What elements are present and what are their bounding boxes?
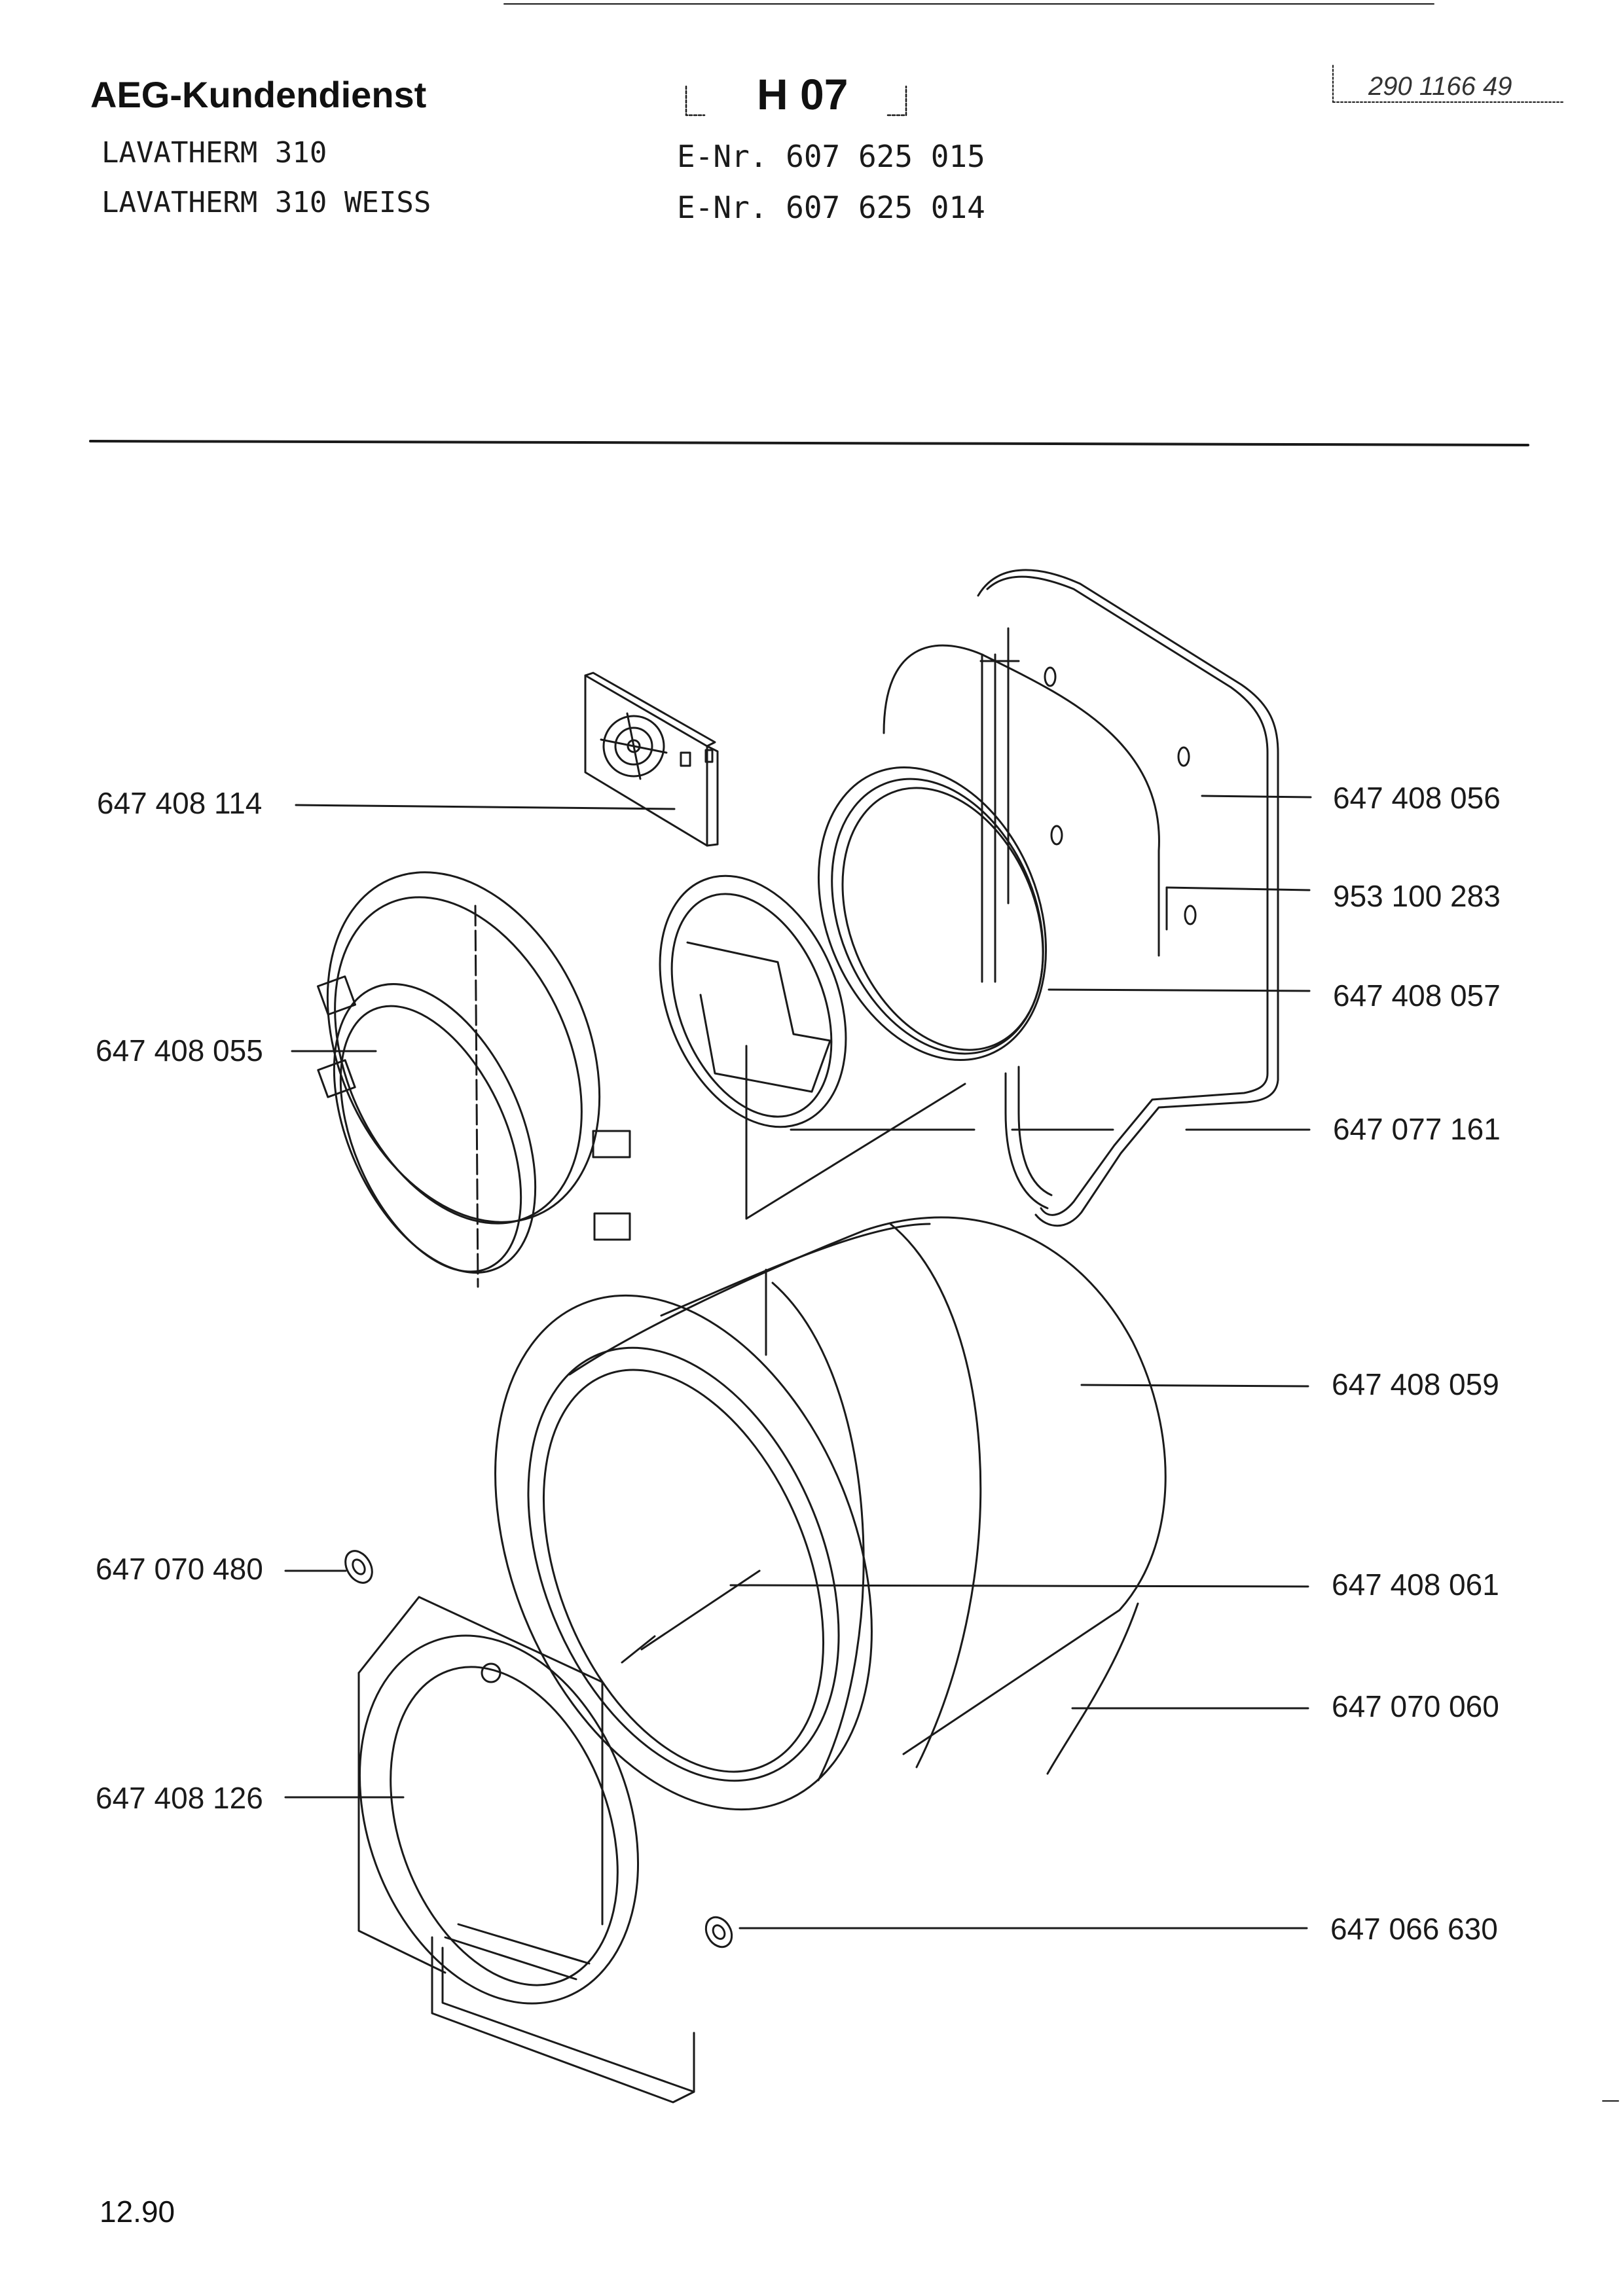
part-label: 647 408 059	[1332, 1367, 1499, 1401]
header-divider	[89, 440, 1529, 446]
e-number-1: E-Nr. 607 625 015	[677, 139, 985, 174]
clip-part	[344, 1550, 373, 1584]
part-label: 647 070 060	[1332, 1689, 1499, 1723]
part-label: 647 066 630	[1330, 1912, 1498, 1946]
print-date: 12.90	[100, 2195, 175, 2229]
part-label: 647 408 055	[96, 1033, 263, 1067]
section-code: H 07	[757, 70, 848, 118]
document-number-underline	[1332, 65, 1565, 103]
model-name-2: LAVATHERM 310 WEISS	[101, 186, 431, 219]
part-label: 647 077 161	[1333, 1112, 1501, 1146]
model-name-1: LAVATHERM 310	[101, 136, 327, 170]
part-label: 953 100 283	[1333, 879, 1501, 913]
inner-ring-part	[659, 874, 966, 1220]
drum-part	[494, 1216, 1167, 1811]
seal-ring-part	[817, 766, 1048, 1062]
leader-lines	[284, 795, 1312, 1929]
part-label: 647 408 126	[96, 1781, 263, 1815]
grommet-part	[704, 1916, 733, 1948]
front-ring-part	[316, 871, 631, 1288]
front-frame-part	[357, 1596, 695, 2104]
e-number-2: E-Nr. 607 625 014	[677, 190, 985, 225]
section-code-brackets	[685, 85, 907, 117]
part-label: 647 408 057	[1333, 978, 1501, 1013]
part-label: 647 408 061	[1332, 1568, 1499, 1602]
part-label: 647 408 056	[1333, 781, 1501, 815]
bracket-part	[584, 672, 719, 847]
part-label: 647 070 480	[96, 1552, 263, 1586]
document-number: 290 1166 49	[1368, 72, 1512, 101]
brand-title: AEG-Kundendienst	[90, 74, 427, 115]
rear-panel-part	[883, 569, 1279, 1227]
part-label: 647 408 114	[97, 786, 263, 820]
